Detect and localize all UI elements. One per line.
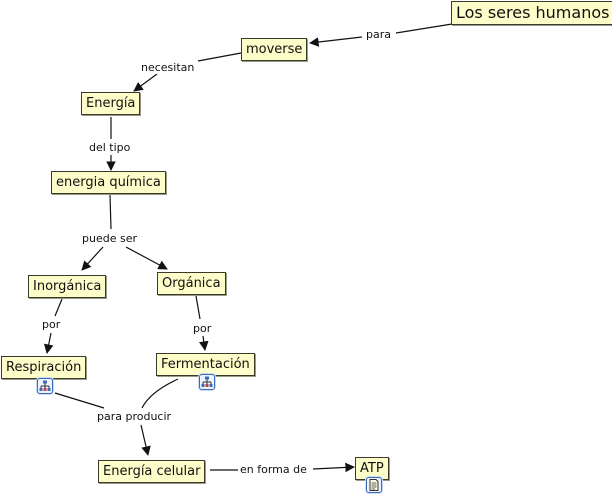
link-por-inorganica[interactable]: por xyxy=(41,318,62,331)
line-paraproducir-celular xyxy=(140,424,151,456)
submap-icon[interactable] xyxy=(199,374,215,390)
concept-seres-humanos[interactable]: Los seres humanos xyxy=(451,1,612,25)
submap-icon[interactable] xyxy=(37,378,53,394)
line-por-fermentacion xyxy=(199,335,209,351)
concept-organica[interactable]: Orgánica xyxy=(157,272,226,295)
document-icon[interactable] xyxy=(366,477,382,493)
line-puedeser-organica xyxy=(125,246,168,270)
line-enformade-atp xyxy=(312,462,355,473)
link-en-forma-de[interactable]: en forma de xyxy=(239,463,308,476)
concept-respiracion[interactable]: Respiración xyxy=(1,356,87,379)
concept-energia-celular[interactable]: Energía celular xyxy=(98,460,206,483)
line-respiracion-paraproducir xyxy=(54,392,105,409)
link-del-tipo[interactable]: del tipo xyxy=(88,141,132,154)
link-para[interactable]: para xyxy=(365,28,392,41)
line-organica-por xyxy=(195,295,201,320)
line-moverse-necesitan xyxy=(197,52,242,62)
link-necesitan[interactable]: necesitan xyxy=(140,61,196,74)
line-puedeser-inorganica xyxy=(81,246,104,271)
line-quimica-puedeser xyxy=(109,194,112,230)
link-para-producir[interactable]: para producir xyxy=(96,410,173,423)
line-seres-para xyxy=(395,23,453,34)
link-por-organica[interactable]: por xyxy=(192,322,213,335)
line-fermentacion-paraproducir xyxy=(141,378,179,409)
concept-inorganica[interactable]: Inorgánica xyxy=(28,275,107,298)
link-puede-ser[interactable]: puede ser xyxy=(81,232,138,245)
concept-energia-quimica[interactable]: energia química xyxy=(51,171,166,194)
concept-energia[interactable]: Energía xyxy=(81,92,141,115)
line-necesitan-energia xyxy=(133,73,158,92)
concept-moverse[interactable]: moverse xyxy=(241,38,308,61)
concept-fermentacion[interactable]: Fermentación xyxy=(156,353,255,376)
line-por-respiracion xyxy=(43,332,54,354)
line-inorganica-por xyxy=(54,298,63,317)
line-para-moverse xyxy=(309,36,363,47)
